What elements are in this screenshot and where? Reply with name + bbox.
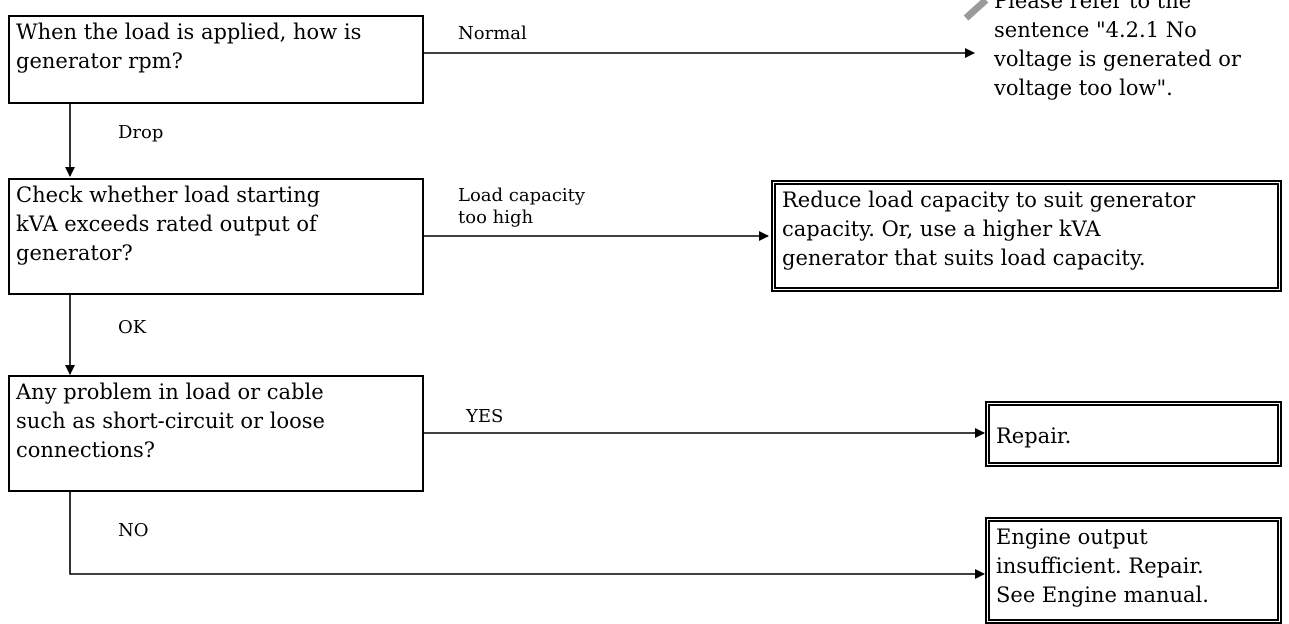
branch-label-no: NO: [118, 520, 149, 541]
result-box-engine-output: Engine output insufficient. Repair. See …: [985, 517, 1282, 624]
arrow-no: [69, 492, 985, 579]
result-line: capacity. Or, use a higher kVA: [782, 217, 1101, 241]
branch-label-line: Load capacity: [458, 185, 586, 206]
branch-label-load-capacity-high: Load capacity too high: [458, 185, 585, 229]
question-box-load-cable-problem: Any problem in load or cable such as sho…: [8, 375, 424, 492]
question-line: kVA exceeds rated output of: [16, 212, 317, 236]
branch-label-ok: OK: [118, 317, 147, 338]
branch-label-line: too high: [458, 207, 534, 228]
result-line: generator that suits load capacity.: [782, 246, 1146, 270]
pencil-mark: [963, 0, 989, 21]
refer-note-line: voltage too low".: [994, 76, 1173, 100]
refer-note-line: voltage is generated or: [994, 47, 1241, 71]
question-box-starting-kva: Check whether load starting kVA exceeds …: [8, 178, 424, 295]
refer-note-line: sentence "4.2.1 No: [994, 18, 1197, 42]
result-line: See Engine manual.: [996, 583, 1209, 607]
result-line: insufficient. Repair.: [996, 554, 1204, 578]
question-line: Check whether load starting: [16, 183, 321, 207]
question-line: When the load is applied, how is: [16, 20, 362, 44]
result-box-repair: Repair.: [985, 401, 1282, 467]
branch-label-normal: Normal: [458, 23, 527, 44]
result-box-reduce-load: Reduce load capacity to suit generator c…: [771, 180, 1282, 292]
question-line: generator rpm?: [16, 49, 183, 73]
branch-label-yes: YES: [466, 406, 504, 427]
result-line: Repair.: [996, 424, 1072, 448]
question-line: such as short-circuit or loose: [16, 409, 325, 433]
question-box-load-applied-rpm: When the load is applied, how is generat…: [8, 15, 424, 104]
branch-label-drop: Drop: [118, 122, 164, 143]
question-line: generator?: [16, 241, 133, 265]
refer-note: Please refer to the sentence "4.2.1 No v…: [994, 0, 1241, 103]
result-line: Engine output: [996, 525, 1148, 549]
result-line: Reduce load capacity to suit generator: [782, 188, 1196, 212]
question-line: connections?: [16, 438, 156, 462]
question-line: Any problem in load or cable: [16, 380, 324, 404]
refer-note-line: Please refer to the: [994, 0, 1192, 13]
